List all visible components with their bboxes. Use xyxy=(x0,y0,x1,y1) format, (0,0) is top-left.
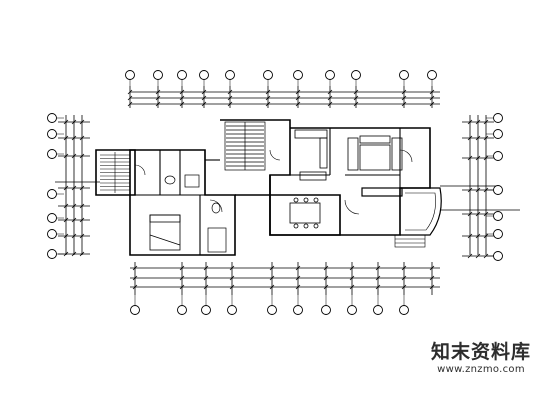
east-terrace xyxy=(361,187,442,236)
axis-bubble xyxy=(125,70,135,80)
axis-bubble xyxy=(47,113,57,123)
axis-bubble xyxy=(177,305,187,315)
axis-bubble xyxy=(293,70,303,80)
axis-bubble xyxy=(47,189,57,199)
axis-bubble xyxy=(263,70,273,80)
axis-bubble xyxy=(493,229,503,239)
bath-fixtures xyxy=(164,174,227,253)
axis-bubble xyxy=(493,185,503,195)
axis-bubble xyxy=(47,213,57,223)
axis-bubble xyxy=(201,305,211,315)
central-block-outline xyxy=(220,119,291,196)
watermark: 知末资料库 www.znzmo.com xyxy=(416,341,546,376)
west-stair xyxy=(100,152,130,193)
axis-leader-lines xyxy=(57,80,493,305)
axis-bubble xyxy=(47,229,57,239)
axis-bubble xyxy=(325,70,335,80)
axis-bubble xyxy=(351,70,361,80)
bed xyxy=(149,214,181,251)
axis-bubble xyxy=(399,305,409,315)
axis-bubble xyxy=(373,305,383,315)
axis-bubble xyxy=(427,70,437,80)
door-swings xyxy=(134,149,413,215)
west-wing-outline xyxy=(129,149,236,256)
axis-bubble xyxy=(225,70,235,80)
axis-bubble xyxy=(293,305,303,315)
axis-bubble xyxy=(493,151,503,161)
interior-walls xyxy=(130,128,401,255)
watermark-url: www.znzmo.com xyxy=(437,364,525,375)
east-block-outline xyxy=(269,127,431,236)
right-dimension-lines xyxy=(440,115,520,259)
axis-bubble xyxy=(47,149,57,159)
kitchen-counter xyxy=(294,129,328,181)
main-stair xyxy=(224,121,266,171)
dining-table xyxy=(289,197,321,229)
axis-bubble xyxy=(47,249,57,259)
axis-bubble xyxy=(493,113,503,123)
axis-bubble xyxy=(399,70,409,80)
axis-bubble xyxy=(177,70,187,80)
axis-bubble xyxy=(493,129,503,139)
axis-bubble xyxy=(493,251,503,261)
axis-bubble xyxy=(347,305,357,315)
axis-bubble xyxy=(227,305,237,315)
left-dimension-lines xyxy=(55,115,100,257)
axis-bubble xyxy=(321,305,331,315)
axis-bubble xyxy=(267,305,277,315)
bottom-dimension-lines xyxy=(130,262,440,295)
axis-bubble xyxy=(47,129,57,139)
axis-bubbles xyxy=(47,70,503,315)
top-dimension-lines xyxy=(127,86,440,108)
axis-bubble xyxy=(153,70,163,80)
axis-bubble xyxy=(199,70,209,80)
porch-steps xyxy=(394,234,426,248)
axis-bubble xyxy=(493,211,503,221)
dining-bay xyxy=(269,194,341,236)
axis-bubble xyxy=(130,305,140,315)
sofa-set xyxy=(347,135,403,171)
watermark-title: 知末资料库 xyxy=(430,341,531,363)
